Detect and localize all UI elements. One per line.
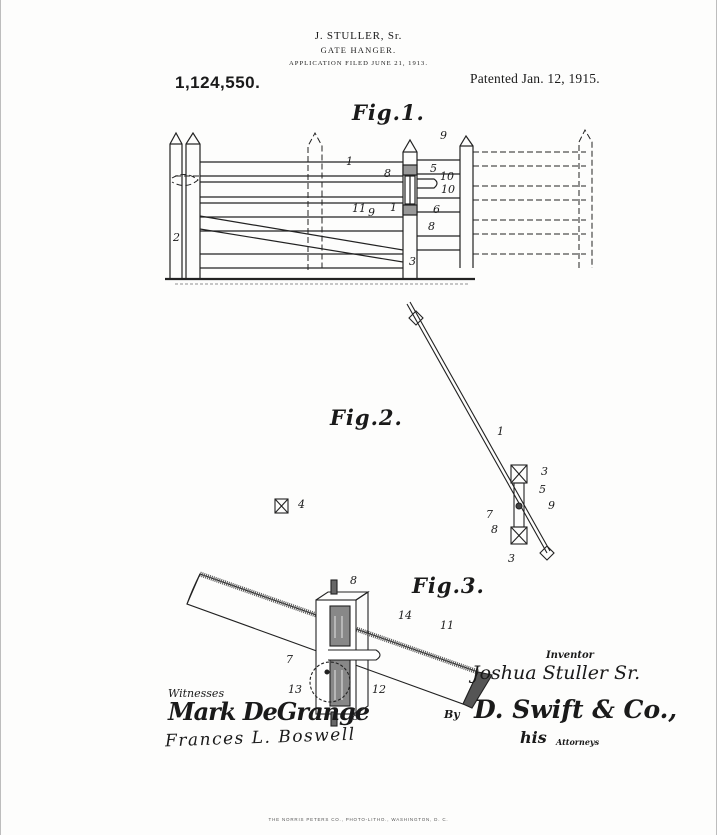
fig2-label-8: 8 (491, 523, 498, 536)
fig1-label-3: 3 (409, 255, 416, 268)
fig1-label-2: 2 (173, 231, 180, 244)
fig2-label-3b: 3 (508, 552, 515, 565)
fig1-label-9b: 9 (368, 206, 375, 219)
fig1-label-1: 1 (346, 155, 353, 168)
fig1-label-11: 11 (352, 202, 366, 215)
fig1-label-8: 8 (384, 167, 391, 180)
fig2-label-4: 4 (298, 498, 305, 511)
printer-footer: THE NORRIS PETERS CO., PHOTO-LITHO., WAS… (268, 817, 449, 822)
inventor-header: J. STULLER, Sr. (314, 30, 403, 42)
by-label: By (444, 708, 460, 721)
fig1-label-9: 9 (440, 129, 447, 142)
patented-date: Patented Jan. 12, 1915. (470, 71, 600, 86)
fig3-label-8: 8 (350, 574, 357, 587)
fig1-label-5: 5 (430, 162, 437, 175)
fig2-label-1: 1 (497, 425, 504, 438)
fig3-title: Fig.3. (412, 573, 485, 598)
inventor-signature: Joshua Stuller Sr. (472, 662, 641, 684)
attorney-signature: D. Swift & Co., (474, 695, 678, 724)
fig2-label-9: 9 (548, 499, 555, 512)
fig3-label-8b: 8 (352, 710, 359, 723)
witness-signature-1: Mark DeGrange (168, 697, 370, 726)
his-label: his (520, 728, 547, 747)
fig2-label-3: 3 (541, 465, 548, 478)
fig3-label-14: 14 (398, 609, 412, 622)
fig1-label-1b: 1 (390, 201, 397, 214)
attorneys-label: Attorneys (556, 737, 600, 747)
fig3-label-12: 12 (372, 683, 386, 696)
fig1-label-6: 6 (433, 203, 440, 216)
fig1-label-8b: 8 (428, 220, 435, 233)
fig2-title: Fig.2. (330, 405, 403, 430)
left-border (0, 0, 1, 835)
filing-date: APPLICATION FILED JUNE 21, 1913. (289, 60, 428, 67)
fig2-label-7: 7 (486, 508, 493, 521)
fig3-label-13: 13 (288, 683, 302, 696)
fig2-label-5: 5 (539, 483, 546, 496)
left-post (169, 131, 183, 278)
invention-title: GATE HANGER. (320, 45, 397, 55)
fig1-title: Fig.1. (352, 100, 425, 125)
inventor-label: Inventor (546, 650, 594, 661)
patent-number: 1,124,550. (175, 73, 261, 92)
fig1-label-10: 10 (440, 170, 454, 183)
fig3-label-7: 7 (286, 653, 293, 666)
fig3-label-11: 11 (440, 619, 454, 632)
fig1-label-10b: 10 (441, 183, 455, 196)
witnesses-label: Witnesses (168, 687, 225, 700)
